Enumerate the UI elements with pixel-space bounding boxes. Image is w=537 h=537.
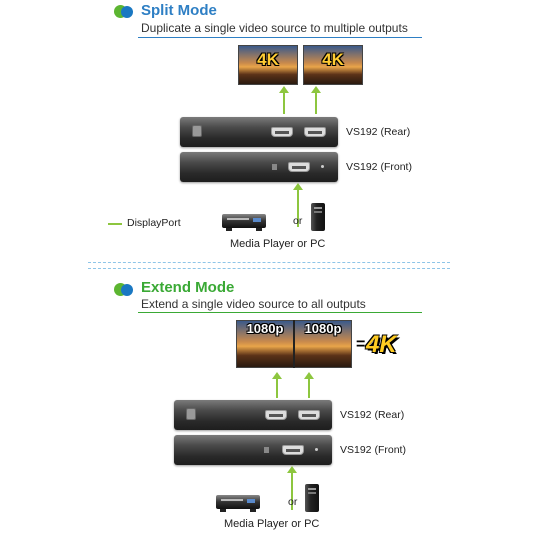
extend-or-label: or	[288, 496, 298, 508]
displayport-legend-line	[108, 223, 122, 225]
split-mode-subtitle: Duplicate a single video source to multi…	[141, 21, 408, 35]
displayport-out-2-icon	[304, 127, 326, 137]
up-arrow-icon	[287, 466, 297, 510]
split-mode-title: Split Mode	[141, 2, 217, 19]
extend-result-4k-label: 4K	[366, 331, 397, 358]
up-arrow-icon	[304, 372, 314, 398]
up-arrow-icon	[293, 183, 303, 227]
equals-sign: =	[356, 336, 366, 353]
up-arrow-icon	[272, 372, 282, 398]
extend-monitor-right: 1080p	[294, 320, 352, 368]
vs192-rear-label: VS192 (Rear)	[346, 126, 411, 138]
displayport-in-icon	[288, 162, 310, 172]
vs192-rear-device	[180, 117, 338, 147]
power-jack-icon	[186, 408, 196, 420]
switch-icon	[264, 447, 269, 453]
extend-mode-subtitle: Extend a single video source to all outp…	[141, 297, 366, 311]
vs192-front-device	[180, 152, 338, 182]
extend-section-bullet-icon	[114, 283, 134, 297]
pc-tower-icon	[311, 203, 325, 231]
extend-source-label: Media Player or PC	[224, 518, 320, 530]
media-player-icon	[216, 495, 260, 512]
split-or-label: or	[293, 215, 303, 227]
up-arrow-icon	[311, 86, 321, 114]
power-led-icon	[315, 448, 318, 451]
vs192-front-device	[174, 435, 332, 465]
media-player-icon	[222, 214, 266, 231]
vs192-front-label: VS192 (Front)	[340, 444, 406, 456]
split-monitor-left: 4K	[238, 45, 298, 85]
displayport-out-1-icon	[271, 127, 293, 137]
power-led-icon	[321, 165, 324, 168]
displayport-out-2-icon	[298, 410, 320, 420]
up-arrow-icon	[279, 86, 289, 114]
split-monitor-right: 4K	[303, 45, 363, 85]
displayport-legend-label: DisplayPort	[127, 217, 181, 229]
split-monitor-left-label: 4K	[257, 50, 279, 69]
split-mode-rule	[138, 37, 422, 38]
switch-icon	[272, 164, 277, 170]
extend-monitor-right-label: 1080p	[304, 321, 342, 336]
extend-mode-rule	[138, 312, 422, 313]
extend-mode-title: Extend Mode	[141, 279, 235, 296]
pc-tower-icon	[305, 484, 319, 512]
displayport-out-1-icon	[265, 410, 287, 420]
displayport-in-icon	[282, 445, 304, 455]
split-source-label: Media Player or PC	[230, 238, 326, 250]
vs192-rear-device	[174, 400, 332, 430]
monitor-seam	[293, 320, 295, 368]
vs192-rear-label: VS192 (Rear)	[340, 409, 405, 421]
vs192-front-label: VS192 (Front)	[346, 161, 412, 173]
extend-monitor-left: 1080p	[236, 320, 294, 368]
split-monitor-right-label: 4K	[322, 50, 344, 69]
section-divider	[88, 262, 450, 269]
split-section-bullet-icon	[114, 5, 134, 19]
extend-monitor-left-label: 1080p	[246, 321, 284, 336]
power-jack-icon	[192, 125, 202, 137]
